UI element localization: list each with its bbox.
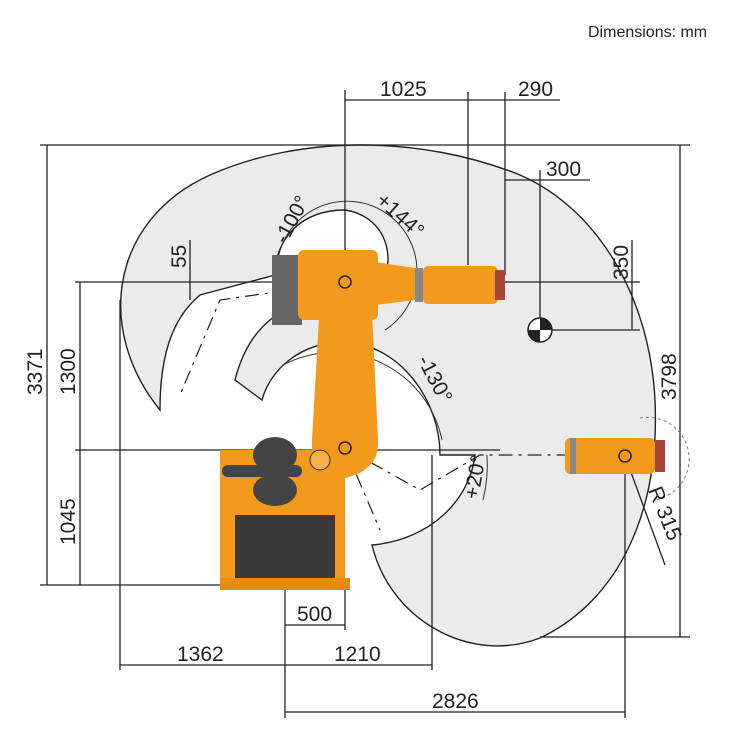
dim-1300: 1300 [57, 348, 80, 395]
axis-a1-marker [338, 441, 352, 455]
dim-3798: 3798 [658, 353, 681, 400]
dim-1025: 1025 [380, 78, 427, 101]
a2-pos-arc [482, 454, 488, 501]
motor-cluster [222, 437, 302, 506]
dim-3371: 3371 [24, 348, 47, 395]
counterbalance-joint [309, 449, 331, 471]
center-of-gravity-icon [527, 317, 553, 343]
a2-angle-arc [282, 351, 443, 441]
dim-55: 55 [168, 245, 191, 268]
dim-500: 500 [297, 603, 332, 626]
dim-1362: 1362 [177, 643, 224, 666]
workspace-envelope [120, 144, 657, 647]
axis-a2-marker [338, 275, 352, 289]
dim-1210: 1210 [334, 643, 381, 666]
posture-line-low [344, 447, 620, 491]
dimension-lines [40, 90, 690, 718]
units-title: Dimensions: mm [588, 24, 707, 41]
dim-290: 290 [518, 78, 553, 101]
robot-upper-arm [272, 250, 505, 325]
dim-350: 350 [610, 245, 633, 280]
dim-2826: 2826 [432, 690, 479, 713]
dim-1045: 1045 [57, 498, 80, 545]
dim-r315: R 315 [643, 483, 685, 544]
dim-300: 300 [546, 158, 581, 181]
extended-wrist [565, 416, 690, 501]
